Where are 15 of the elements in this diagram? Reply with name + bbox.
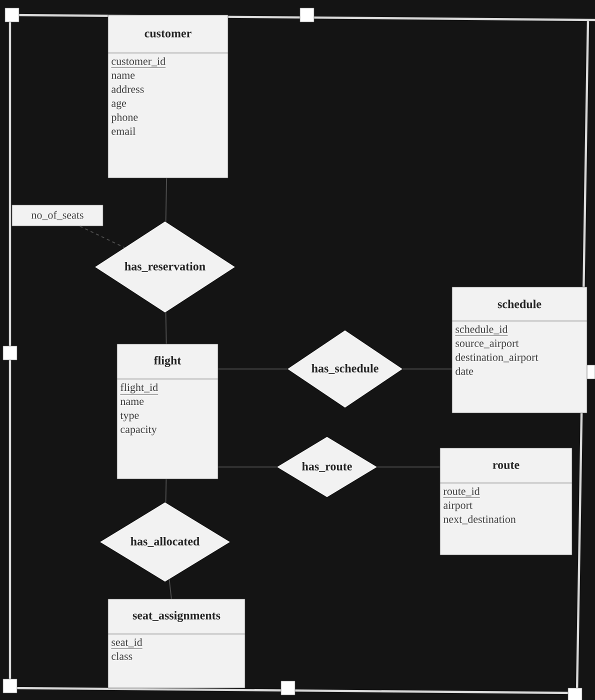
connector-line [218,466,278,468]
entity-box: seat_assignments seat_id class [108,598,246,688]
connector-line [165,312,167,344]
attribute-box: no_of_seats [12,204,104,226]
connector-line [168,578,172,600]
connector-line [79,226,126,248]
entity-box: route route_id airport next_destination [440,448,572,556]
entity-box: schedule schedule_id source_airport destination_airport date [452,286,588,414]
connector-line [218,368,288,370]
connector-line [165,178,168,222]
entity-box: flight flight_id name type capacity [116,344,218,480]
entity-box: customer customer_id name address age phone email [108,14,228,178]
connector-line [376,466,440,468]
connector-line [402,368,452,370]
connector-line [165,478,167,504]
